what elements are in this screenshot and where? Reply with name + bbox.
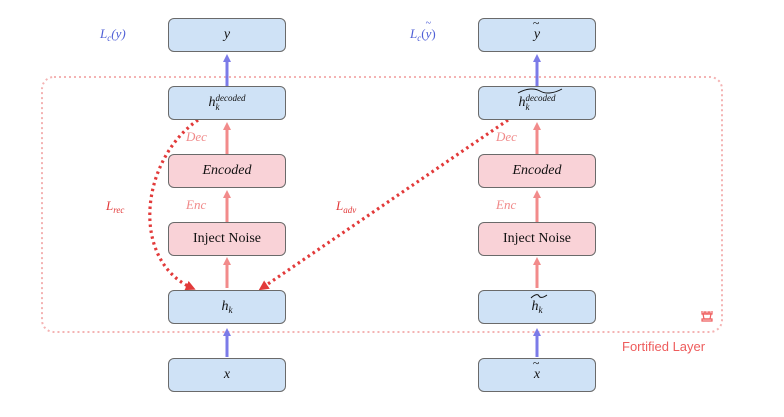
right-input-box: ~x (478, 356, 596, 392)
left-encoded-box: Encoded (168, 154, 286, 188)
left-encoded-text: Encoded (202, 163, 252, 178)
adv-loss-label: Ladv (336, 198, 357, 215)
right-output-text: ~y (532, 16, 541, 42)
left-noise-text: Inject Noise (192, 231, 262, 246)
right-noise-text: Inject Noise (502, 231, 572, 246)
left-hidden-box: hk (168, 290, 286, 324)
right-enc-label: Enc (496, 197, 517, 212)
adv-loss-curve (258, 118, 509, 291)
right-dec-label: Dec (496, 129, 517, 144)
left-input-text: x (223, 367, 231, 382)
tilde-mark: ~ (532, 356, 540, 370)
right-loss-label: Lc(~y) (410, 18, 436, 43)
right-encoded-box: Encoded (478, 154, 596, 188)
tilde-mark: ~ (532, 16, 540, 30)
right-output-box: ~y (478, 16, 596, 52)
tilde-mark: ~ (425, 18, 431, 29)
rec-loss-curve (148, 118, 199, 291)
right-encoded-text: Encoded (512, 163, 562, 178)
left-enc-label: Enc (186, 197, 207, 212)
fortified-layer-label: Fortified Layer (622, 339, 706, 354)
wide-tilde-mark (530, 294, 547, 299)
left-dec-label: Dec (186, 129, 207, 144)
left-hidden-text: hk (221, 299, 233, 315)
left-loss-label: Lc(y) (100, 26, 126, 43)
wide-tilde-mark (517, 88, 562, 94)
left-noise-box: Inject Noise (168, 222, 286, 256)
left-output-box: y (168, 18, 286, 52)
rec-loss-label: Lrec (106, 198, 125, 215)
left-output-text: y (223, 27, 231, 42)
right-noise-box: Inject Noise (478, 222, 596, 256)
right-input-text: ~x (532, 356, 541, 382)
rook-icon (701, 311, 713, 322)
right-hidden-text: hk (530, 294, 547, 315)
fortified-layer-region (41, 76, 723, 333)
right-hidden-box: hk (478, 290, 596, 324)
left-input-box: x (168, 358, 286, 392)
